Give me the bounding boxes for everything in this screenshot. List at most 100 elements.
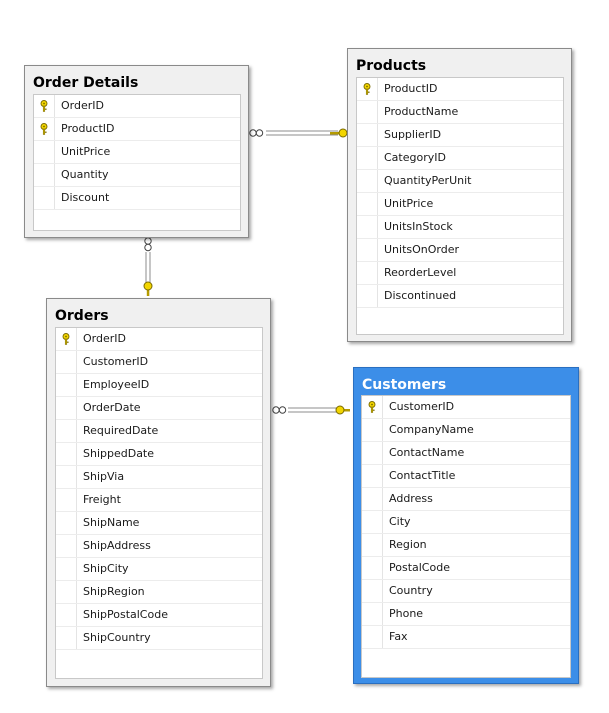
relationship-orderdetails-orders[interactable] xyxy=(143,237,153,296)
column-row[interactable]: ShippedDate xyxy=(56,443,262,466)
row-selector[interactable] xyxy=(34,187,55,209)
column-row[interactable]: ShipPostalCode xyxy=(56,604,262,627)
row-selector[interactable] xyxy=(34,118,55,140)
column-row[interactable]: CustomerID xyxy=(362,396,570,419)
row-selector[interactable] xyxy=(56,581,77,603)
row-selector[interactable] xyxy=(362,626,383,648)
column-row[interactable]: ShipCity xyxy=(56,558,262,581)
row-selector[interactable] xyxy=(357,262,378,284)
row-selector[interactable] xyxy=(56,374,77,396)
row-selector[interactable] xyxy=(56,604,77,626)
column-row[interactable]: Country xyxy=(362,580,570,603)
row-selector[interactable] xyxy=(362,557,383,579)
column-row[interactable]: City xyxy=(362,511,570,534)
row-selector[interactable] xyxy=(357,239,378,261)
column-row[interactable]: UnitsInStock xyxy=(357,216,563,239)
row-selector[interactable] xyxy=(357,170,378,192)
column-row[interactable]: UnitsOnOrder xyxy=(357,239,563,262)
column-row[interactable]: Region xyxy=(362,534,570,557)
column-row[interactable]: OrderID xyxy=(34,95,240,118)
column-row[interactable]: OrderDate xyxy=(56,397,262,420)
key-icon xyxy=(40,100,48,112)
row-selector[interactable] xyxy=(357,193,378,215)
column-row[interactable]: Discontinued xyxy=(357,285,563,308)
row-selector[interactable] xyxy=(362,442,383,464)
row-selector[interactable] xyxy=(362,396,383,418)
column-row[interactable]: ContactTitle xyxy=(362,465,570,488)
relationship-orderdetails-products[interactable] xyxy=(249,128,348,138)
column-row[interactable]: ShipCountry xyxy=(56,627,262,650)
column-name: OrderID xyxy=(83,332,126,345)
key-icon xyxy=(363,83,371,95)
relationship-orders-customers[interactable] xyxy=(272,405,350,415)
key-icon xyxy=(143,281,153,296)
column-row[interactable]: Phone xyxy=(362,603,570,626)
table-title: Orders xyxy=(55,308,109,324)
column-row[interactable]: Quantity xyxy=(34,164,240,187)
column-row[interactable]: UnitPrice xyxy=(357,193,563,216)
column-row[interactable]: ContactName xyxy=(362,442,570,465)
column-row[interactable]: ProductName xyxy=(357,101,563,124)
row-selector[interactable] xyxy=(56,443,77,465)
row-selector[interactable] xyxy=(362,419,383,441)
column-row[interactable]: CustomerID xyxy=(56,351,262,374)
column-row[interactable]: RequiredDate xyxy=(56,420,262,443)
row-selector[interactable] xyxy=(56,535,77,557)
column-row[interactable]: Discount xyxy=(34,187,240,210)
row-selector[interactable] xyxy=(362,534,383,556)
column-name: UnitsInStock xyxy=(384,220,453,233)
row-selector[interactable] xyxy=(357,101,378,123)
row-selector[interactable] xyxy=(56,558,77,580)
row-selector[interactable] xyxy=(56,328,77,350)
column-row[interactable]: PostalCode xyxy=(362,557,570,580)
row-selector[interactable] xyxy=(357,124,378,146)
row-selector[interactable] xyxy=(34,164,55,186)
column-row[interactable]: QuantityPerUnit xyxy=(357,170,563,193)
row-selector[interactable] xyxy=(362,511,383,533)
column-row[interactable]: Address xyxy=(362,488,570,511)
row-selector[interactable] xyxy=(56,512,77,534)
column-name: RequiredDate xyxy=(83,424,159,437)
row-selector[interactable] xyxy=(34,95,55,117)
column-row[interactable]: ShipAddress xyxy=(56,535,262,558)
column-row[interactable]: Fax xyxy=(362,626,570,649)
row-selector[interactable] xyxy=(56,489,77,511)
row-selector[interactable] xyxy=(34,141,55,163)
column-row[interactable]: ProductID xyxy=(357,78,563,101)
row-selector[interactable] xyxy=(56,351,77,373)
column-name: Quantity xyxy=(61,168,109,181)
row-selector[interactable] xyxy=(56,466,77,488)
row-selector[interactable] xyxy=(362,603,383,625)
row-selector[interactable] xyxy=(357,78,378,100)
column-name: Freight xyxy=(83,493,121,506)
column-row[interactable]: EmployeeID xyxy=(56,374,262,397)
row-selector[interactable] xyxy=(56,420,77,442)
column-row[interactable]: ProductID xyxy=(34,118,240,141)
row-selector[interactable] xyxy=(357,285,378,307)
key-icon xyxy=(335,405,350,415)
column-row[interactable]: ReorderLevel xyxy=(357,262,563,285)
column-row[interactable]: ShipVia xyxy=(56,466,262,489)
column-row[interactable]: OrderID xyxy=(56,328,262,351)
row-selector[interactable] xyxy=(362,488,383,510)
column-name: UnitPrice xyxy=(61,145,111,158)
column-row[interactable]: ShipName xyxy=(56,512,262,535)
row-selector[interactable] xyxy=(362,465,383,487)
column-row[interactable]: CategoryID xyxy=(357,147,563,170)
column-name: CategoryID xyxy=(384,151,446,164)
column-row[interactable]: Freight xyxy=(56,489,262,512)
column-row[interactable]: CompanyName xyxy=(362,419,570,442)
row-selector[interactable] xyxy=(56,397,77,419)
column-row[interactable]: SupplierID xyxy=(357,124,563,147)
column-row[interactable]: ShipRegion xyxy=(56,581,262,604)
row-selector[interactable] xyxy=(357,147,378,169)
row-selector[interactable] xyxy=(56,627,77,649)
column-name: Phone xyxy=(389,607,424,620)
row-selector[interactable] xyxy=(362,580,383,602)
row-selector[interactable] xyxy=(357,216,378,238)
column-row[interactable]: UnitPrice xyxy=(34,141,240,164)
